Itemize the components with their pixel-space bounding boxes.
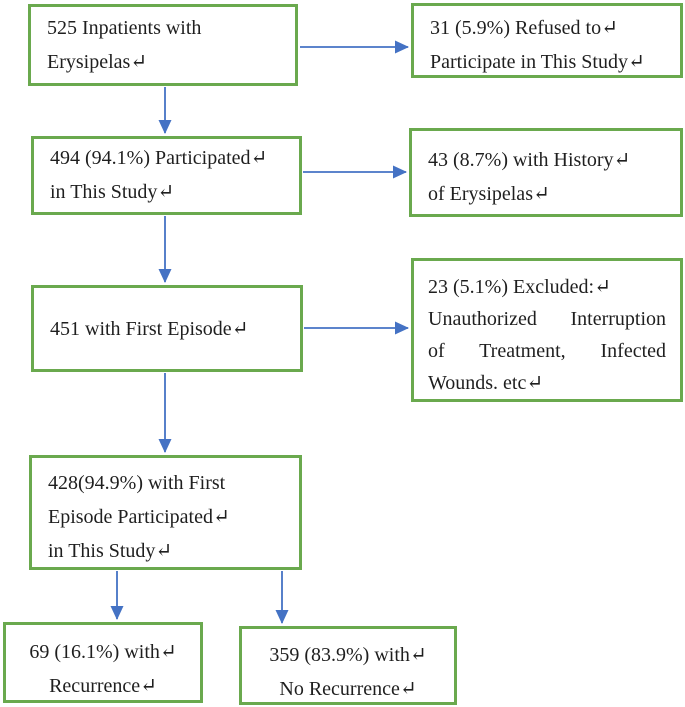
box-text-line: Episode Participated↵ (48, 506, 230, 528)
box-text-line: Participate in This Study↵ (430, 51, 645, 73)
node-participated: 494 (94.1%) Participated↵ in This Study↵ (31, 136, 302, 215)
box-text-line: No Recurrence↵ (279, 678, 417, 700)
box-text-line: Unauthorized Interruption (428, 308, 666, 330)
box-text-line: 494 (94.1%) Participated↵ (50, 147, 268, 169)
box-text-line: 451 with First Episode↵ (50, 317, 249, 340)
node-refused: 31 (5.9%) Refused to↵ Participate in Thi… (411, 3, 683, 78)
box-text-line: 428(94.9%) with First (48, 472, 226, 494)
box-text-line: Erysipelas↵ (47, 51, 148, 73)
box-text-line: of Treatment, Infected (428, 340, 666, 362)
box-text-line: 359 (83.9%) with↵ (269, 644, 427, 666)
box-text-line: in This Study↵ (48, 540, 173, 562)
box-text-line: 525 Inpatients with (47, 17, 202, 39)
node-first-episode: 451 with First Episode↵ (31, 285, 303, 372)
node-no-recurrence: 359 (83.9%) with↵ No Recurrence↵ (239, 626, 457, 705)
box-text-line: of Erysipelas↵ (428, 183, 550, 205)
box-text-line: Recurrence↵ (49, 675, 157, 697)
node-history: 43 (8.7%) with History↵ of Erysipelas↵ (409, 128, 683, 217)
box-text-line: 23 (5.1%) Excluded:↵ (428, 276, 611, 298)
box-text-line: 69 (16.1%) with↵ (29, 641, 177, 663)
node-episode-participated: 428(94.9%) with First Episode Participat… (29, 455, 302, 570)
box-text-line: 31 (5.9%) Refused to↵ (430, 17, 618, 39)
box-text-line: Wounds. etc↵ (428, 372, 544, 394)
box-text-line: in This Study↵ (50, 181, 175, 203)
box-text-line: 43 (8.7%) with History↵ (428, 149, 631, 171)
node-recurrence: 69 (16.1%) with↵ Recurrence↵ (3, 622, 203, 703)
node-inpatients: 525 Inpatients with Erysipelas↵ (28, 4, 298, 86)
node-excluded: 23 (5.1%) Excluded:↵ Unauthorized Interr… (411, 258, 683, 402)
